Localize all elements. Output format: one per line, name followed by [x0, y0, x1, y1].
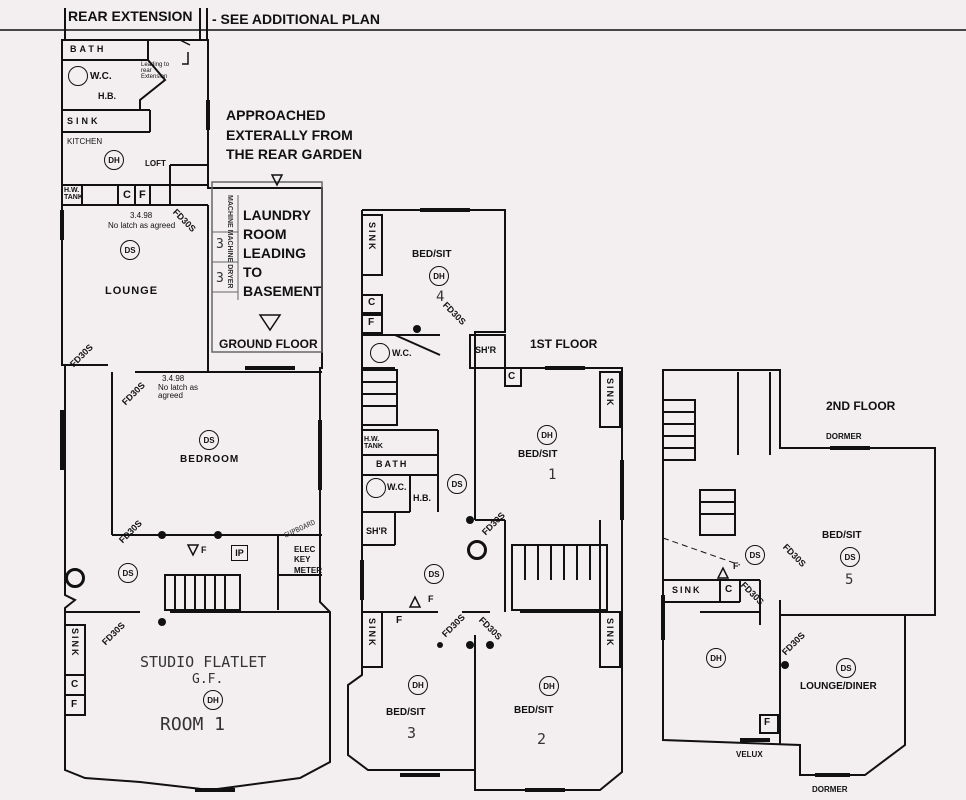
ip-box: IP — [231, 545, 248, 561]
heat-detector-kitchen: DH — [104, 150, 124, 170]
heat-detector-bedsit-3: DH — [408, 675, 428, 695]
ground-floor-title: GROUND FLOOR — [219, 337, 318, 351]
loft-label: LOFT — [145, 159, 166, 168]
heat-detector-studio: DH — [203, 690, 223, 710]
smoke-detector-lounge: DS — [120, 240, 140, 260]
bedsit-2-number: 2 — [537, 730, 547, 748]
studio-sink-label: SINK — [70, 628, 80, 658]
studio-gf-label: G.F. — [192, 672, 224, 687]
ff-c-label-2: C — [508, 371, 516, 382]
bedsit-3-number: 3 — [407, 724, 417, 742]
second-floor-title: 2ND FLOOR — [826, 399, 896, 413]
lounge-label: LOUNGE — [105, 285, 159, 297]
velux-label: VELUX — [736, 750, 763, 759]
cupboard-c-label: C — [123, 189, 131, 201]
dormer-label-top: DORMER — [826, 432, 862, 441]
smoke-detector-ff-landing-1: DS — [447, 474, 467, 494]
lounge-diner-label: LOUNGE/DINER — [800, 681, 877, 692]
sf-fire-point: F — [733, 561, 739, 571]
elec-key-meter-label: ELEC KEY METER — [294, 545, 322, 575]
ff-shower-label-1: SH'R — [475, 345, 497, 355]
ff-fire-point: F — [428, 594, 434, 604]
smoke-detector-bedroom: DS — [199, 430, 219, 450]
bedsit-5-number: 5 — [845, 572, 854, 588]
kitchen-label: KITCHEN — [67, 137, 103, 146]
ff-sink-label-4: SINK — [605, 618, 615, 648]
bath-label: BATH — [70, 44, 107, 54]
approach-note: APPROACHED EXTERALLY FROM THE REAR GARDE… — [226, 107, 363, 163]
hb-label: H.B. — [98, 91, 116, 101]
ff-bath-label: BATH — [376, 459, 409, 469]
fire-f-label: F — [139, 189, 146, 201]
see-additional-plan-note: - SEE ADDITIONAL PLAN — [212, 11, 381, 27]
studio-flatlet-label: STUDIO FLATLET — [140, 653, 267, 671]
inspection-date-2: 3.4.98 — [162, 374, 185, 383]
fire-point-hall: F — [201, 545, 207, 555]
bedroom-label: BEDROOM — [180, 454, 240, 465]
ff-wc-label-2: W.C. — [387, 482, 407, 492]
wc-symbol — [68, 66, 88, 86]
laundry-numeral-1: 3 — [216, 237, 224, 252]
laundry-machines-note: MACHINE MACHINE DRYER — [226, 195, 233, 289]
ff-wc-symbol-2 — [366, 478, 386, 498]
sf-f-label: F — [764, 717, 771, 728]
ff-wc-symbol — [370, 343, 390, 363]
heat-detector-bedsit-4: DH — [429, 266, 449, 286]
wc-label: W.C. — [90, 71, 112, 82]
bedsit-3-label: BED/SIT — [386, 707, 426, 718]
alarm-sounder-ff — [467, 540, 487, 560]
ff-wc-label: W.C. — [392, 348, 412, 358]
sf-c-label: C — [725, 584, 733, 595]
kitchen-sink-label: SINK — [67, 116, 101, 126]
heat-detector-bedsit-2: DH — [539, 676, 559, 696]
bedsit-4-label: BED/SIT — [412, 249, 452, 260]
studio-f-label: F — [71, 699, 78, 710]
ff-hw-tank-label: H.W. TANK — [364, 436, 383, 450]
laundry-numeral-2: 3 — [216, 271, 224, 286]
smoke-detector-ff-landing-2: DS — [424, 564, 444, 584]
first-floor-title: 1ST FLOOR — [530, 337, 598, 351]
bedsit-2-label: BED/SIT — [514, 705, 554, 716]
smoke-detector-lounge-diner: DS — [836, 658, 856, 678]
ff-c-label-1: C — [368, 297, 376, 308]
ff-sink-label-2: SINK — [605, 378, 615, 408]
heat-detector-sf-kitchen: DH — [706, 648, 726, 668]
rear-extension-title: REAR EXTENSION — [68, 8, 193, 24]
sf-sink-label: SINK — [672, 585, 702, 595]
hw-tank-label: H.W. TANK — [64, 187, 83, 201]
room-1-label: ROOM 1 — [160, 714, 226, 735]
bedsit-5-label: BED/SIT — [822, 530, 862, 541]
bedsit-1-number: 1 — [548, 467, 557, 483]
heat-detector-bedsit-1: DH — [537, 425, 557, 445]
smoke-detector-bedsit-5: DS — [840, 547, 860, 567]
ff-shower-label-2: SH'R — [366, 526, 388, 536]
ff-hb-label: H.B. — [413, 493, 431, 503]
smoke-detector-sf-landing: DS — [745, 545, 765, 565]
alarm-sounder-hall — [65, 568, 85, 588]
leading-rear-extension-note: Leading to rear Extension — [141, 62, 170, 80]
no-latch-note-1: No latch as agreed — [108, 221, 176, 230]
laundry-room-label: LAUNDRY ROOM LEADING TO BASEMENT — [243, 207, 322, 299]
dormer-label-bottom: DORMER — [812, 785, 848, 794]
studio-c-label: C — [71, 679, 79, 690]
bedsit-4-number: 4 — [436, 289, 445, 305]
ff-f-label-2: F — [396, 615, 403, 626]
smoke-detector-hall: DS — [118, 563, 138, 583]
ff-sink-label-1: SINK — [367, 222, 377, 252]
ff-f-label-1: F — [368, 317, 375, 328]
bedsit-1-label: BED/SIT — [518, 449, 558, 460]
inspection-date-1: 3.4.98 — [130, 211, 153, 220]
no-latch-note-2: No latch as agreed — [158, 383, 199, 400]
ff-sink-label-3: SINK — [367, 618, 377, 648]
